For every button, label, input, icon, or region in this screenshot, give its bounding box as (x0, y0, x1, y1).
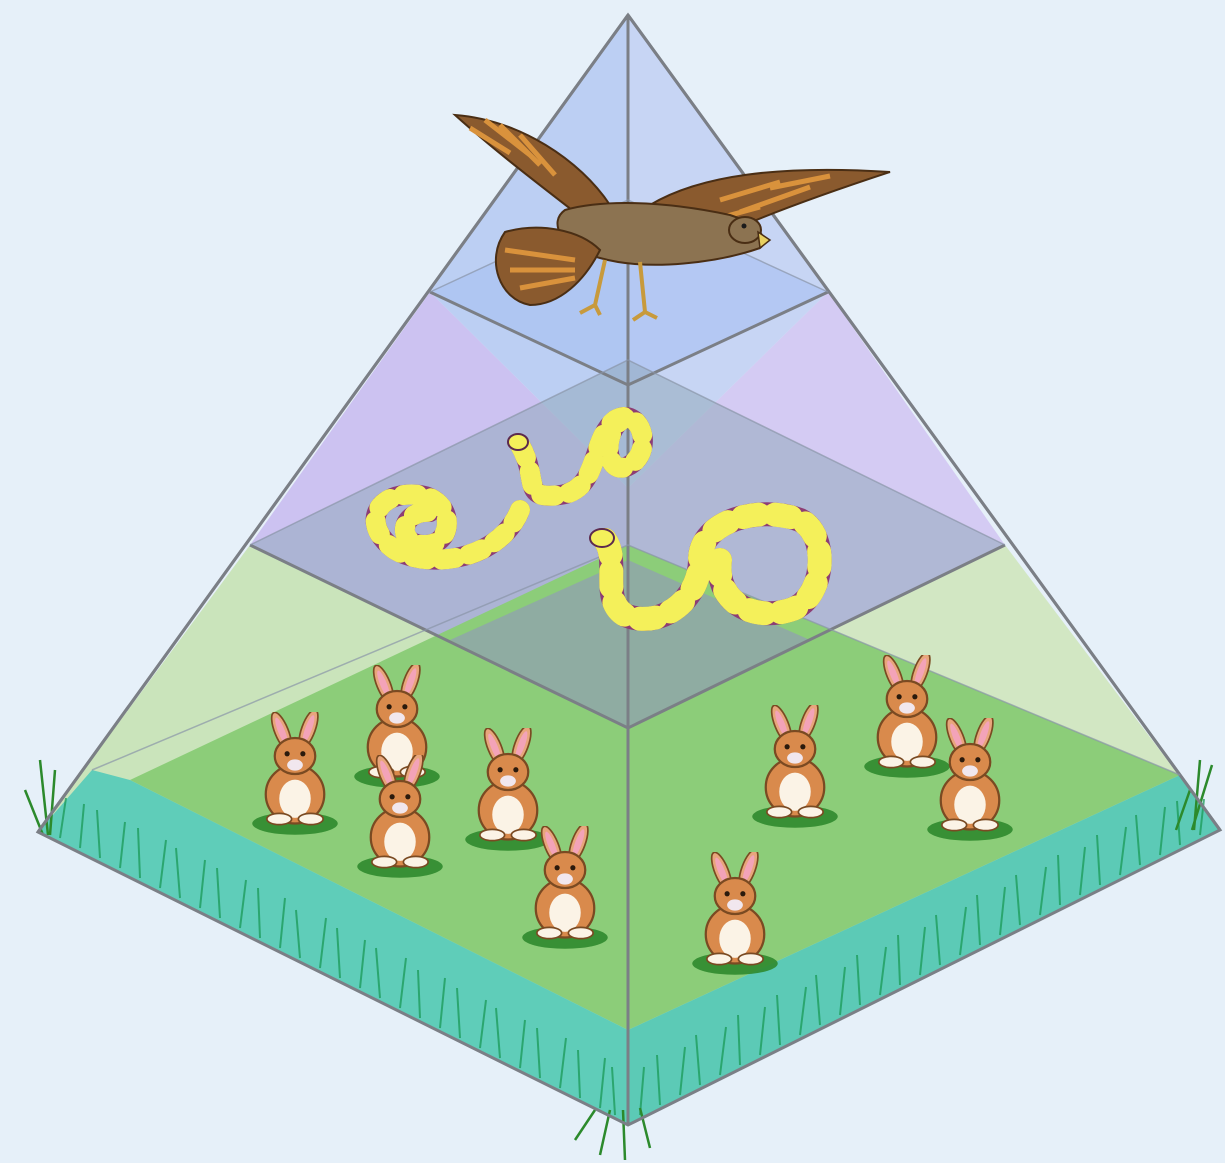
grass-base-band (23, 759, 1220, 1161)
eagle-icon (452, 113, 891, 322)
pyramid-edges (35, 12, 1223, 1127)
snake-icon (589, 502, 832, 631)
snake-icon (507, 407, 653, 506)
snake-icon (365, 484, 530, 570)
